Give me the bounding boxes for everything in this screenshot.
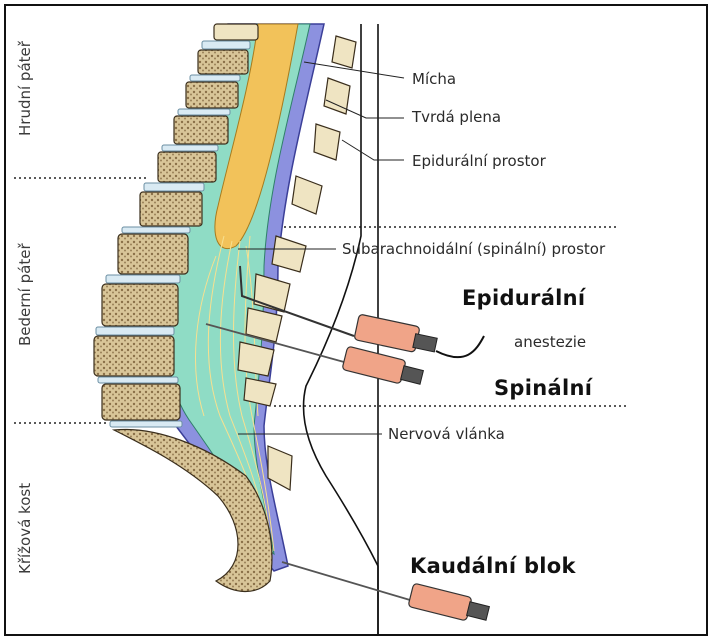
- label-anesthesia: anestezie: [514, 333, 586, 351]
- spine-illustration: [6, 6, 708, 636]
- diagram-frame: Hrudní páteř Bederní páteř Křížová kost …: [4, 4, 708, 636]
- region-label-thoracic: Hrudní páteř: [16, 41, 34, 136]
- label-epidural: Epidurální: [462, 286, 585, 310]
- label-spinal: Spinální: [494, 376, 592, 400]
- label-subarachnoid-space: Subarachnoidální (spinální) prostor: [342, 240, 605, 258]
- region-label-sacrum: Křížová kost: [16, 483, 34, 574]
- label-spinal-cord: Mícha: [412, 70, 456, 88]
- label-nerve-fibers: Nervová vlánka: [388, 425, 505, 443]
- label-dura: Tvrdá plena: [412, 108, 501, 126]
- region-label-lumbar: Bederní páteř: [16, 243, 34, 346]
- label-caudal-block: Kaudální blok: [410, 554, 576, 578]
- label-epidural-space: Epidurální prostor: [412, 152, 546, 170]
